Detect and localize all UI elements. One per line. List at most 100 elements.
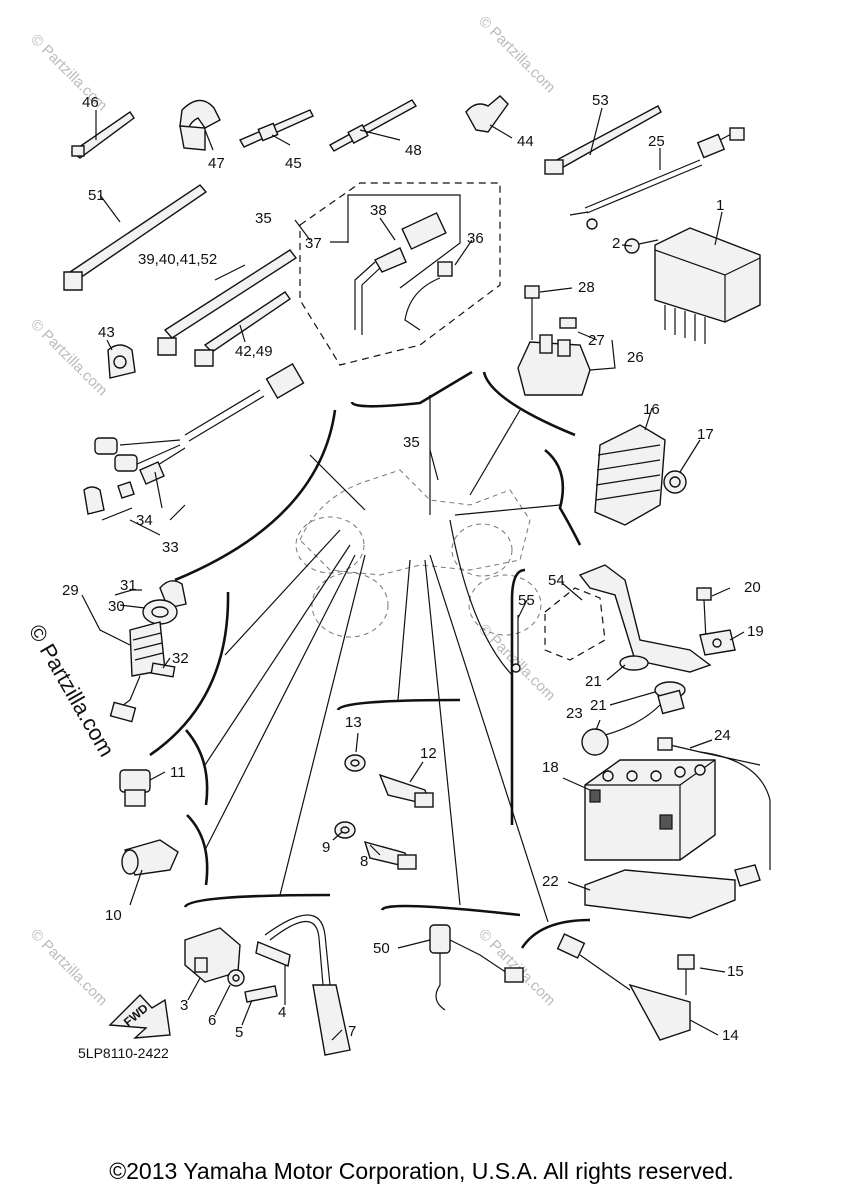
part-lead-25 xyxy=(569,127,745,230)
part-tie-48 xyxy=(328,99,418,152)
callout-11: 11 xyxy=(170,764,186,781)
part-sensor-50 xyxy=(429,924,524,1011)
callout-46: 46 xyxy=(82,94,99,111)
part-pin-55 xyxy=(511,615,521,673)
watermark-text: © Partzilla.com xyxy=(475,13,558,96)
callout-48: 48 xyxy=(405,142,422,159)
part-switch-11 xyxy=(119,769,151,807)
callout-30: 30 xyxy=(108,598,125,615)
part-tie-46 xyxy=(70,111,135,159)
callout-9: 9 xyxy=(322,839,330,856)
part-bolt-20 xyxy=(696,587,712,641)
part-fuse-27 xyxy=(559,317,577,329)
part-switch-8 xyxy=(363,840,417,870)
callout-14: 14 xyxy=(722,1027,739,1044)
callout-37: 37 xyxy=(305,235,322,252)
side-watermark-text: © Partzilla.com xyxy=(24,620,120,761)
part-tie-51 xyxy=(63,184,208,291)
callout-34: 34 xyxy=(136,512,153,529)
callout-3: 3 xyxy=(180,997,188,1014)
callout-29: 29 xyxy=(62,582,79,599)
callout-54: 54 xyxy=(548,572,565,589)
callout-24: 24 xyxy=(714,727,731,744)
part-tie-42 xyxy=(194,291,291,367)
group-brackets xyxy=(149,370,591,949)
callout-22: 22 xyxy=(542,873,559,890)
part-tie-45 xyxy=(239,109,314,148)
callout-43: 43 xyxy=(98,324,115,341)
callout-33: 33 xyxy=(162,539,179,556)
copyright-notice: ©2013 Yamaha Motor Corporation, U.S.A. A… xyxy=(109,1158,734,1184)
callout-labels: 46 47 45 48 44 53 25 1 2 28 27 26 16 17 … xyxy=(62,92,764,1044)
atv-outline xyxy=(295,469,542,638)
callout-7: 7 xyxy=(348,1023,356,1040)
part-bolt-5 xyxy=(244,985,278,1003)
part-lead-24 xyxy=(657,737,771,887)
part-connector-36 xyxy=(404,261,453,331)
callout-6: 6 xyxy=(208,1012,216,1029)
callout-47: 47 xyxy=(208,155,225,172)
callout-21-upper: 21 xyxy=(585,673,602,690)
callout-19: 19 xyxy=(747,623,764,640)
callout-13: 13 xyxy=(345,714,362,731)
callout-44: 44 xyxy=(517,133,534,150)
part-rectifier-16 xyxy=(594,424,666,526)
part-battery-18 xyxy=(584,759,716,861)
callout-35-kit: 35 xyxy=(255,210,272,227)
callout-39-40-41-52: 39,40,41,52 xyxy=(138,251,217,268)
callout-25: 25 xyxy=(648,133,665,150)
callout-27: 27 xyxy=(588,332,605,349)
part-sensor-14 xyxy=(556,933,691,1041)
part-cdi-1 xyxy=(654,227,761,344)
part-nut-17 xyxy=(663,470,687,494)
watermark-text: © Partzilla.com xyxy=(27,926,110,1009)
callout-38: 38 xyxy=(370,202,387,219)
callout-35-vehicle: 35 xyxy=(403,434,420,451)
callout-5: 5 xyxy=(235,1024,243,1041)
callout-23: 23 xyxy=(566,705,583,722)
callout-leaders xyxy=(81,107,745,1041)
part-washer-13 xyxy=(344,754,366,772)
callout-55: 55 xyxy=(518,592,535,609)
part-connector-38 xyxy=(354,212,447,335)
callout-20: 20 xyxy=(744,579,761,596)
part-harness-33 xyxy=(83,363,305,515)
callout-18: 18 xyxy=(542,759,559,776)
part-tie-53 xyxy=(544,105,662,175)
callout-10: 10 xyxy=(105,907,122,924)
part-bolt-4 xyxy=(255,941,291,967)
callout-50: 50 xyxy=(373,940,390,957)
callout-53: 53 xyxy=(592,92,609,109)
part-tray-22 xyxy=(584,869,736,919)
callout-21-lower: 21 xyxy=(590,697,607,714)
callout-15: 15 xyxy=(727,963,744,980)
part-clip-44 xyxy=(465,95,509,133)
callout-42-49: 42,49 xyxy=(235,343,273,360)
part-bracket-54 xyxy=(544,564,712,673)
part-cap-23 xyxy=(581,689,685,756)
harness-kit-box xyxy=(299,182,501,366)
callout-4: 4 xyxy=(278,1004,286,1021)
callout-45: 45 xyxy=(285,155,302,172)
callout-1: 1 xyxy=(716,197,724,214)
part-plate-19 xyxy=(699,629,736,656)
callout-8: 8 xyxy=(360,853,368,870)
callout-17: 17 xyxy=(697,426,714,443)
part-sensor-10 xyxy=(121,839,179,876)
leader-lines xyxy=(204,395,561,923)
callout-16: 16 xyxy=(643,401,660,418)
part-switch-29 xyxy=(109,621,166,723)
callout-31: 31 xyxy=(120,577,137,594)
part-bolt-15 xyxy=(677,954,695,995)
callout-32: 32 xyxy=(172,650,189,667)
part-tie-39 xyxy=(157,249,298,356)
part-clip-32 xyxy=(150,662,176,678)
callout-26: 26 xyxy=(627,349,644,366)
part-clip-47 xyxy=(179,99,221,151)
part-grommet-21a xyxy=(619,655,649,671)
callout-2: 2 xyxy=(612,235,620,252)
part-washer-6 xyxy=(227,969,245,987)
callout-28: 28 xyxy=(578,279,595,296)
diagram-code: 5LP8110-2422 xyxy=(78,1045,169,1061)
